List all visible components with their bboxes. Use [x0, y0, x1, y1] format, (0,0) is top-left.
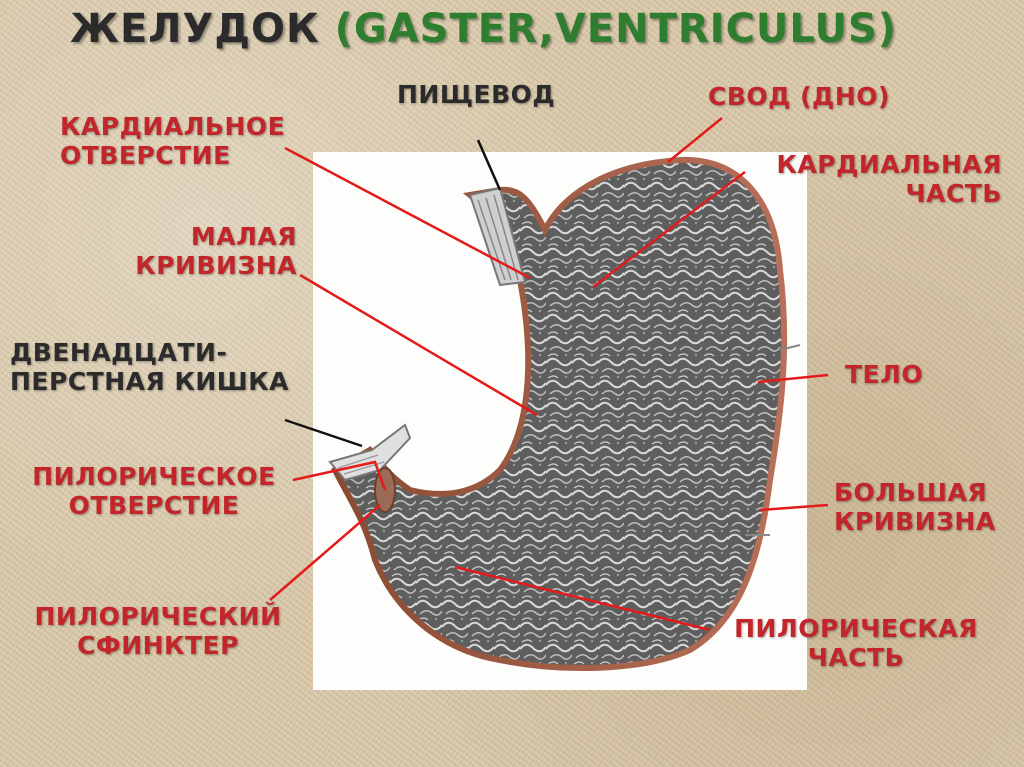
leader-pishchevod	[476, 139, 502, 191]
label-malaya-krivizna: МАЛАЯ КРИВИЗНА	[135, 222, 297, 280]
leader-kardialnaya	[592, 171, 746, 288]
leader-telo	[757, 373, 829, 384]
label-pishchevod: ПИЩЕВОД	[397, 80, 556, 109]
leader-malaya	[299, 273, 538, 417]
label-kardialnaya-chast: КАРДИАЛЬНАЯ ЧАСТЬ	[777, 150, 1002, 208]
duodenum-shape	[328, 423, 412, 482]
title-russian: ЖЕЛУДОК	[70, 6, 335, 52]
label-malaya-line1: МАЛАЯ	[190, 222, 297, 251]
label-duodenum-line2: ПЕРСТНАЯ КИШКА	[10, 367, 289, 396]
leader-kardialnoe	[284, 146, 531, 280]
leader-lines	[269, 117, 829, 632]
label-kardialnoe-line2: ОТВЕРСТИЕ	[60, 141, 231, 170]
leader-bolshaya	[759, 503, 829, 512]
label-svod: СВОД (ДНО)	[708, 82, 890, 111]
label-kardialnaya-line2: ЧАСТЬ	[905, 179, 1002, 208]
label-malaya-line2: КРИВИЗНА	[135, 251, 297, 280]
leader-duodenum	[284, 418, 363, 448]
label-dvenadtsatiperstnaya: ДВЕНАДЦАТИ- ПЕРСТНАЯ КИШКА	[10, 338, 289, 396]
label-bolshaya-line2: КРИВИЗНА	[834, 507, 996, 536]
leader-svod	[667, 117, 723, 163]
label-bolshaya-line1: БОЛЬШАЯ	[834, 478, 988, 507]
stomach-shape	[331, 156, 788, 672]
label-piloricheskaya-line2: ЧАСТЬ	[807, 643, 905, 672]
label-duodenum-line1: ДВЕНАДЦАТИ-	[10, 338, 228, 367]
leader-sfinkter	[269, 504, 381, 601]
title-latin: (GASTER,VENTRICULUS)	[334, 6, 898, 52]
label-kardialnaya-line1: КАРДИАЛЬНАЯ	[776, 150, 1002, 179]
label-piloricheskoe-line1: ПИЛОРИЧЕСКОЕ	[32, 462, 276, 491]
label-piloricheskoe-otverstie: ПИЛОРИЧЕСКОЕ ОТВЕРСТИЕ	[8, 462, 300, 520]
label-kardialnoe-line1: КАРДИАЛЬНОЕ	[60, 112, 286, 141]
label-piloricheskiy-sfinkter: ПИЛОРИЧЕСКИЙ СФИНКТЕР	[8, 602, 308, 660]
label-sfinkter-line1: ПИЛОРИЧЕСКИЙ	[34, 602, 282, 631]
label-bolshaya-krivizna: БОЛЬШАЯ КРИВИЗНА	[834, 478, 996, 536]
label-telo: ТЕЛО	[845, 360, 924, 389]
slide-title: ЖЕЛУДОК (GASTER,VENTRICULUS)	[70, 6, 1010, 52]
label-piloricheskaya-line1: ПИЛОРИЧЕСКАЯ	[734, 614, 978, 643]
label-piloricheskaya-chast: ПИЛОРИЧЕСКАЯ ЧАСТЬ	[708, 614, 1004, 672]
leader-piloricheskaya	[454, 565, 711, 632]
label-sfinkter-line2: СФИНКТЕР	[77, 631, 239, 660]
label-kardialnoe-otverstie: КАРДИАЛЬНОЕ ОТВЕРСТИЕ	[60, 112, 285, 170]
label-piloricheskoe-line2: ОТВЕРСТИЕ	[68, 491, 240, 520]
leader-piloricheskoe	[292, 460, 387, 491]
